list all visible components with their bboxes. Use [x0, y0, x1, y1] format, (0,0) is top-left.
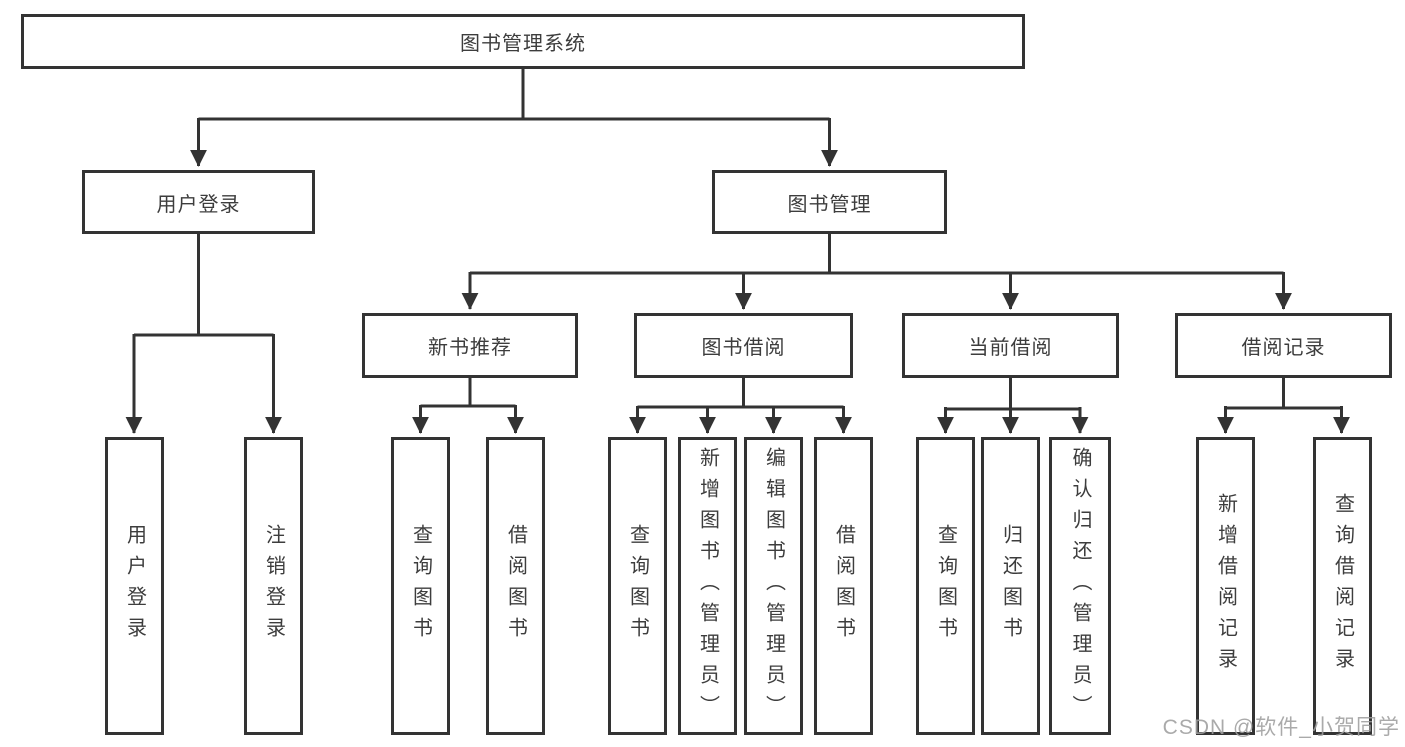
node-label: 用户登录	[156, 193, 241, 216]
node-label: 新书推荐	[428, 337, 512, 359]
node-user-login: 用户登录	[82, 170, 315, 234]
node-new-book-recommend: 新书推荐	[362, 313, 578, 378]
node-label: 图书借阅	[701, 337, 786, 359]
node-label: 编辑图书（管理员）	[762, 446, 785, 726]
node-label: 确认归还（管理员）	[1069, 446, 1091, 726]
node-current-borrow: 当前借阅	[902, 313, 1119, 378]
node-borrow-records: 借阅记录	[1175, 313, 1392, 378]
node-book-management: 图书管理	[712, 170, 947, 234]
leaf-query-books-current: 查询图书	[916, 437, 975, 735]
leaf-query-books-borrow: 查询图书	[608, 437, 667, 735]
node-label: 图书管理	[787, 193, 872, 216]
leaf-edit-book-admin: 编辑图书（管理员）	[744, 437, 803, 735]
leaf-confirm-return-admin: 确认归还（管理员）	[1049, 437, 1111, 735]
node-label: 查询借阅记录	[1331, 493, 1354, 679]
node-label: 借阅图书	[504, 524, 527, 648]
leaf-add-book-admin: 新增图书（管理员）	[678, 437, 737, 735]
leaf-add-borrow-record: 新增借阅记录	[1196, 437, 1255, 735]
node-label: 借阅图书	[832, 524, 855, 648]
node-book-borrow: 图书借阅	[634, 313, 853, 378]
node-label: 查询图书	[409, 524, 432, 648]
leaf-return-book: 归还图书	[981, 437, 1040, 735]
leaf-query-books-recommend: 查询图书	[391, 437, 450, 735]
leaf-user-login: 用户登录	[105, 437, 164, 735]
node-label: 图书管理系统	[460, 33, 586, 55]
leaf-query-borrow-record: 查询借阅记录	[1313, 437, 1372, 735]
node-label: 查询图书	[626, 524, 649, 648]
csdn-watermark: CSDN @软件_小贺同学	[1162, 716, 1400, 739]
node-label: 归还图书	[999, 524, 1022, 648]
leaf-borrow-books-recommend: 借阅图书	[486, 437, 545, 735]
node-label: 借阅记录	[1241, 337, 1326, 359]
node-label: 查询图书	[934, 524, 957, 648]
node-label: 当前借阅	[968, 337, 1053, 359]
leaf-borrow-book: 借阅图书	[814, 437, 873, 735]
node-label: 新增图书（管理员）	[696, 446, 719, 726]
node-label: 注销登录	[262, 524, 285, 648]
node-library-management-system: 图书管理系统	[21, 14, 1025, 69]
node-label: 新增借阅记录	[1214, 493, 1237, 679]
leaf-logout: 注销登录	[244, 437, 303, 735]
node-label: 用户登录	[123, 524, 146, 648]
